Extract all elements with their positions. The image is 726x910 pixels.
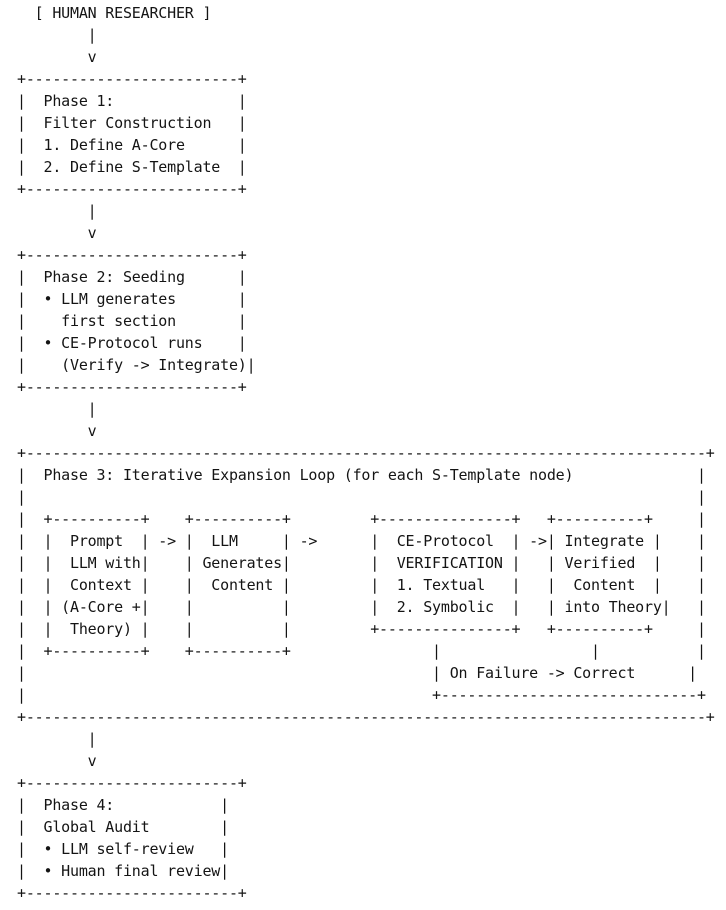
phase-4-box: +------------------------+ | Phase 4: | …	[17, 774, 247, 902]
flow-arrow-1: | v	[87, 26, 97, 66]
flow-arrow-3: | v	[87, 400, 97, 440]
flow-arrow-4: | v	[87, 730, 97, 770]
phase-1-box: +------------------------+ | Phase 1: | …	[17, 70, 247, 198]
phase-2-box: +------------------------+ | Phase 2: Se…	[17, 246, 256, 396]
flow-arrow-2: | v	[87, 202, 97, 242]
phase-3-box: +---------------------------------------…	[17, 444, 715, 726]
human-researcher-node: [ HUMAN RESEARCHER ]	[17, 4, 212, 22]
